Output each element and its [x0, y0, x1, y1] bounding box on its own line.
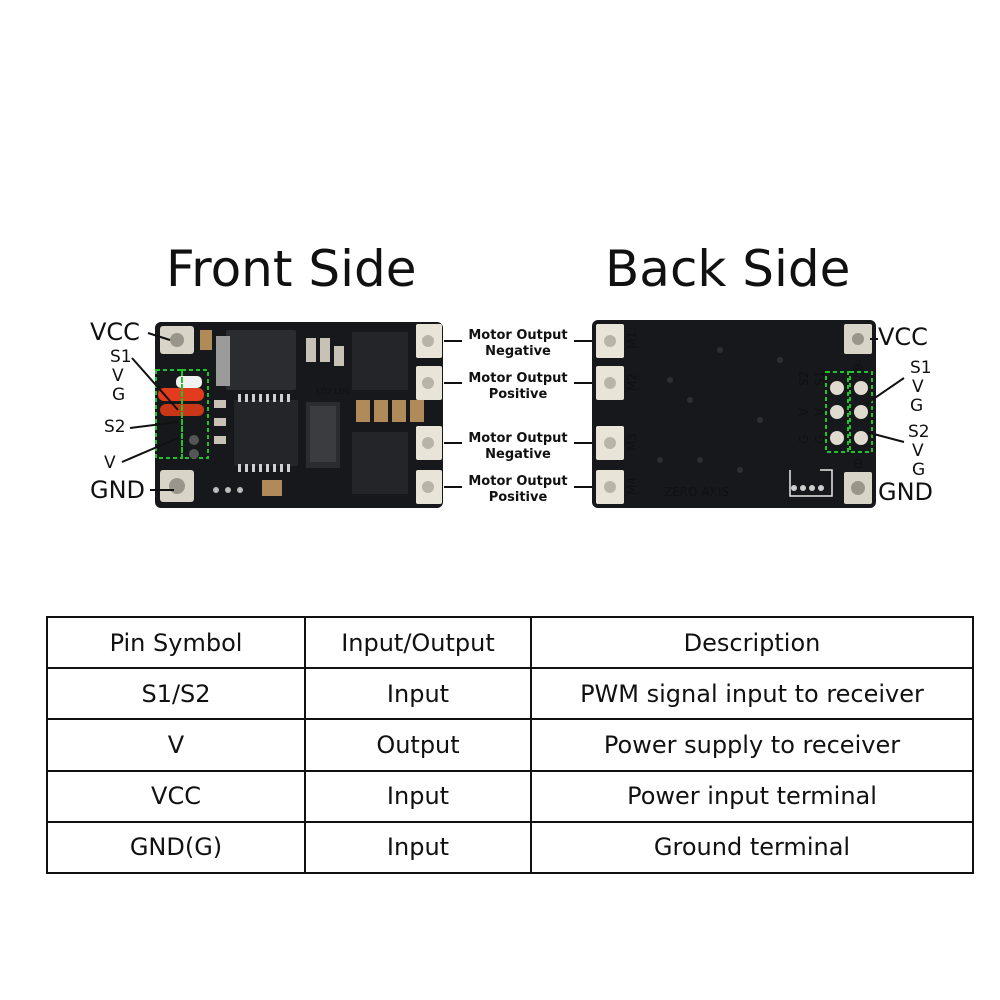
front-s2-label: S2 — [104, 417, 126, 437]
front-vcc-label: VCC — [90, 318, 140, 346]
back-g1-label: G — [910, 396, 923, 416]
front-side-title: Front Side — [166, 240, 417, 298]
table-cell: GND(G) — [46, 820, 306, 875]
back-dashed-box-left — [825, 371, 849, 453]
front-s1-label: S1 — [110, 347, 132, 367]
pcb-s2-silk: S2 — [797, 371, 811, 386]
motor-label-2-line1: Motor Output — [468, 371, 567, 386]
back-s2-label: S2 — [908, 422, 930, 442]
motor-label-4-line1: Motor Output — [468, 474, 567, 489]
table-cell: Output — [304, 718, 532, 772]
front-v-top-label: V — [112, 366, 124, 386]
wire-white — [176, 376, 202, 388]
front-v-bottom-label: V — [104, 453, 116, 473]
back-m3-silk: M3 — [625, 433, 639, 451]
table-header: Description — [530, 615, 974, 670]
table-cell: Ground terminal — [530, 820, 974, 875]
back-g2-label: G — [912, 460, 925, 480]
table-cell: S1/S2 — [46, 667, 306, 721]
plus-silk: ⊕ — [852, 361, 864, 377]
table-cell: V — [46, 718, 306, 772]
brand-silk: ZERO AXIS — [664, 485, 729, 499]
back-vcc-label: VCC — [878, 323, 928, 351]
motor-label-1-line1: Motor Output — [468, 328, 567, 343]
back-s1-label: S1 — [910, 358, 932, 378]
ld-silkscreen: LD2 LD1 — [316, 387, 350, 396]
table-row: VCC Input Power input terminal — [46, 769, 974, 823]
table-cell: PWM signal input to receiver — [530, 667, 974, 721]
mosfet-top — [352, 332, 408, 390]
table-header: Input/Output — [304, 615, 532, 670]
table-cell: Power input terminal — [530, 769, 974, 823]
table-row: V Output Power supply to receiver — [46, 718, 974, 772]
motor-output-labels: Motor Output Negative Motor Output Posit… — [444, 328, 596, 505]
back-dashed-box-right — [849, 371, 873, 453]
minus-silk: ⊖ — [852, 456, 864, 472]
back-gnd-label: GND — [878, 478, 933, 506]
motor-label-2-line2: Positive — [489, 387, 548, 402]
back-board: M1 M2 M3 M4 ⊕ ⊖ S2 S1 V V G G ZERO AXIS — [592, 320, 876, 508]
table-cell: Input — [304, 667, 532, 721]
regulator-chip — [226, 330, 296, 390]
pcb-g2-silk: G — [813, 435, 827, 444]
back-side-title: Back Side — [605, 240, 851, 298]
table-header: Pin Symbol — [46, 615, 306, 670]
front-gnd-label: GND — [90, 476, 145, 504]
table-cell: VCC — [46, 769, 306, 823]
pcb-g1-silk: G — [797, 435, 811, 444]
mosfet-bottom — [352, 432, 408, 494]
motor-label-3-line1: Motor Output — [468, 431, 567, 446]
back-v1-label: V — [912, 377, 924, 397]
table-cell: Input — [304, 820, 532, 875]
table-cell: Input — [304, 769, 532, 823]
table-row: S1/S2 Input PWM signal input to receiver — [46, 667, 974, 721]
board-diagrams: LD2 LD1 VCC S1 V G S2 V GND Motor Output… — [90, 318, 933, 508]
table-row: GND(G) Input Ground terminal — [46, 820, 974, 875]
pcb-v2-silk: V — [813, 407, 827, 416]
back-m1-silk: M1 — [625, 331, 639, 349]
table-header-row: Pin Symbol Input/Output Description — [46, 615, 974, 670]
motor-label-1-line2: Negative — [485, 344, 551, 359]
motor-label-4-line2: Positive — [489, 490, 548, 505]
front-g-label: G — [112, 385, 125, 405]
back-pcb — [592, 320, 876, 508]
pin-table: Pin Symbol Input/Output Description S1/S… — [46, 615, 974, 875]
front-board: LD2 LD1 — [155, 322, 443, 508]
back-m2-silk: M2 — [625, 373, 639, 391]
back-v2-label: V — [912, 441, 924, 461]
back-m4-silk: M4 — [625, 477, 639, 495]
driver-ic — [234, 400, 298, 466]
table-cell: Power supply to receiver — [530, 718, 974, 772]
pcb-s1-silk: S1 — [813, 371, 827, 386]
motor-label-3-line2: Negative — [485, 447, 551, 462]
pcb-v1-silk: V — [797, 407, 811, 416]
